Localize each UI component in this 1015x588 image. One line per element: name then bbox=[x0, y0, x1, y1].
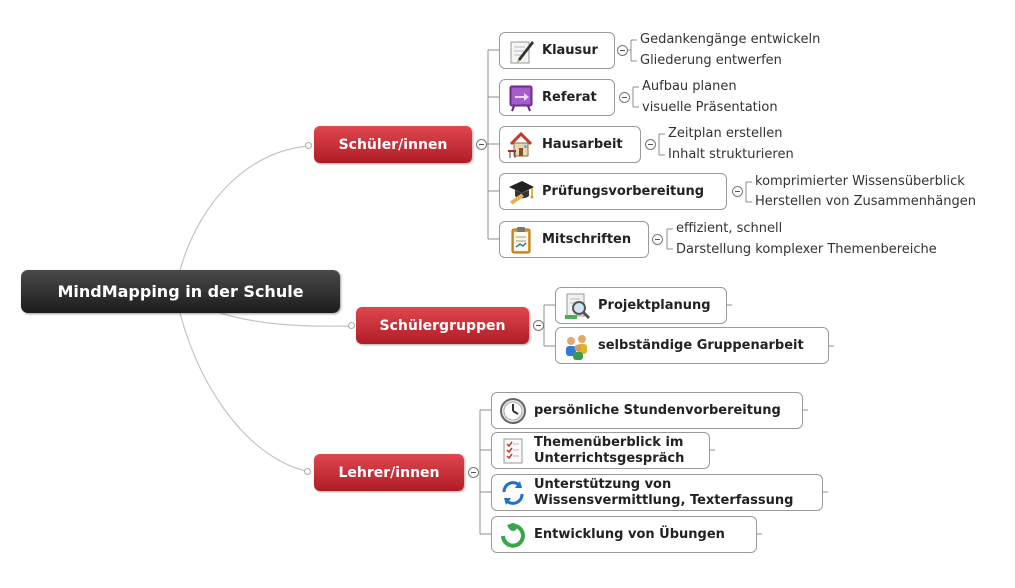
subtopic-klausur-label: Klausur bbox=[542, 43, 598, 58]
leaf-klausur-1[interactable]: Gedankengänge entwickeln bbox=[640, 32, 821, 47]
subtopic-pruefungsvorbereitung-label: Prüfungsvorbereitung bbox=[542, 184, 705, 199]
central-topic[interactable]: MindMapping in der Schule bbox=[21, 270, 340, 313]
subtopic-referat-label: Referat bbox=[542, 90, 597, 105]
collapse-toggle-referat[interactable] bbox=[619, 92, 630, 103]
leaf-mitschriften-1[interactable]: effizient, schnell bbox=[676, 221, 783, 236]
leaf-klausur-2[interactable]: Gliederung entwerfen bbox=[640, 53, 782, 68]
subtopic-gruppenarbeit[interactable]: selbständige Gruppenarbeit bbox=[555, 327, 829, 364]
collapse-toggle-schuelergruppen[interactable] bbox=[533, 320, 544, 331]
topic-schuelergruppen-label: Schülergruppen bbox=[379, 317, 506, 334]
people-group-icon bbox=[562, 331, 592, 361]
subtopic-gruppenarbeit-label: selbständige Gruppenarbeit bbox=[598, 338, 804, 353]
connector-dot bbox=[348, 322, 355, 329]
checklist-icon bbox=[498, 436, 528, 466]
house-icon bbox=[506, 130, 536, 160]
label-line-2: Unterrichtsgespräch bbox=[534, 450, 685, 466]
clipboard-icon bbox=[506, 225, 536, 255]
leaf-hausarbeit-2[interactable]: Inhalt strukturieren bbox=[668, 147, 794, 162]
subtopic-stundenvorbereitung-label: persönliche Stundenvorbereitung bbox=[534, 403, 781, 418]
topic-lehrer[interactable]: Lehrer/innen bbox=[314, 454, 464, 491]
subtopic-themenueberblick[interactable]: Themenüberblick im Unterrichtsgespräch bbox=[491, 432, 710, 469]
subtopic-projektplanung[interactable]: Projektplanung bbox=[555, 287, 727, 324]
label-line-1: Themenüberblick im bbox=[534, 434, 684, 450]
topic-schueler-label: Schüler/innen bbox=[338, 136, 448, 153]
subtopic-unterstuetzung[interactable]: Unterstützung von Wissensvermittlung, Te… bbox=[491, 474, 823, 511]
collapse-toggle-pruefungsvorbereitung[interactable] bbox=[732, 186, 743, 197]
connector-dot bbox=[305, 142, 312, 149]
topic-schuelergruppen[interactable]: Schülergruppen bbox=[356, 307, 529, 344]
collapse-toggle-hausarbeit[interactable] bbox=[645, 139, 656, 150]
connector-dot bbox=[304, 468, 311, 475]
subtopic-mitschriften[interactable]: Mitschriften bbox=[499, 221, 649, 258]
subtopic-projektplanung-label: Projektplanung bbox=[598, 298, 711, 313]
leaf-pruefung-1[interactable]: komprimierter Wissensüberblick bbox=[755, 174, 965, 189]
collapse-toggle-klausur[interactable] bbox=[617, 45, 628, 56]
label-line-1: Unterstützung von bbox=[534, 476, 672, 492]
subtopic-stundenvorbereitung[interactable]: persönliche Stundenvorbereitung bbox=[491, 392, 803, 429]
subtopic-uebungen[interactable]: Entwicklung von Übungen bbox=[491, 516, 757, 553]
topic-lehrer-label: Lehrer/innen bbox=[338, 464, 440, 481]
subtopic-themenueberblick-label: Themenüberblick im Unterrichtsgespräch bbox=[534, 435, 684, 467]
leaf-referat-1[interactable]: Aufbau planen bbox=[642, 79, 737, 94]
subtopic-hausarbeit-label: Hausarbeit bbox=[542, 137, 623, 152]
subtopic-unterstuetzung-label: Unterstützung von Wissensvermittlung, Te… bbox=[534, 477, 793, 509]
leaf-hausarbeit-1[interactable]: Zeitplan erstellen bbox=[668, 126, 783, 141]
collapse-toggle-schueler[interactable] bbox=[476, 139, 487, 150]
topic-schueler[interactable]: Schüler/innen bbox=[314, 126, 472, 163]
leaf-referat-2[interactable]: visuelle Präsentation bbox=[642, 100, 778, 115]
subtopic-klausur[interactable]: Klausur bbox=[499, 32, 615, 69]
subtopic-uebungen-label: Entwicklung von Übungen bbox=[534, 527, 725, 542]
subtopic-pruefungsvorbereitung[interactable]: Prüfungsvorbereitung bbox=[499, 173, 727, 210]
green-person-cycle-icon bbox=[498, 520, 528, 550]
subtopic-mitschriften-label: Mitschriften bbox=[542, 232, 632, 247]
central-topic-label: MindMapping in der Schule bbox=[57, 282, 304, 301]
collapse-toggle-mitschriften[interactable] bbox=[652, 234, 663, 245]
graduation-cap-icon bbox=[506, 177, 536, 207]
subtopic-referat[interactable]: Referat bbox=[499, 79, 615, 116]
label-line-2: Wissensvermittlung, Texterfassung bbox=[534, 492, 794, 508]
magnifier-document-icon bbox=[562, 291, 592, 321]
presentation-board-icon bbox=[506, 83, 536, 113]
collapse-toggle-lehrer[interactable] bbox=[468, 467, 479, 478]
clock-icon bbox=[498, 396, 528, 426]
leaf-mitschriften-2[interactable]: Darstellung komplexer Themenbereiche bbox=[676, 242, 937, 257]
pencil-writing-icon bbox=[506, 36, 536, 66]
leaf-pruefung-2[interactable]: Herstellen von Zusammenhängen bbox=[755, 194, 976, 209]
subtopic-hausarbeit[interactable]: Hausarbeit bbox=[499, 126, 641, 163]
refresh-arrows-icon bbox=[498, 478, 528, 508]
